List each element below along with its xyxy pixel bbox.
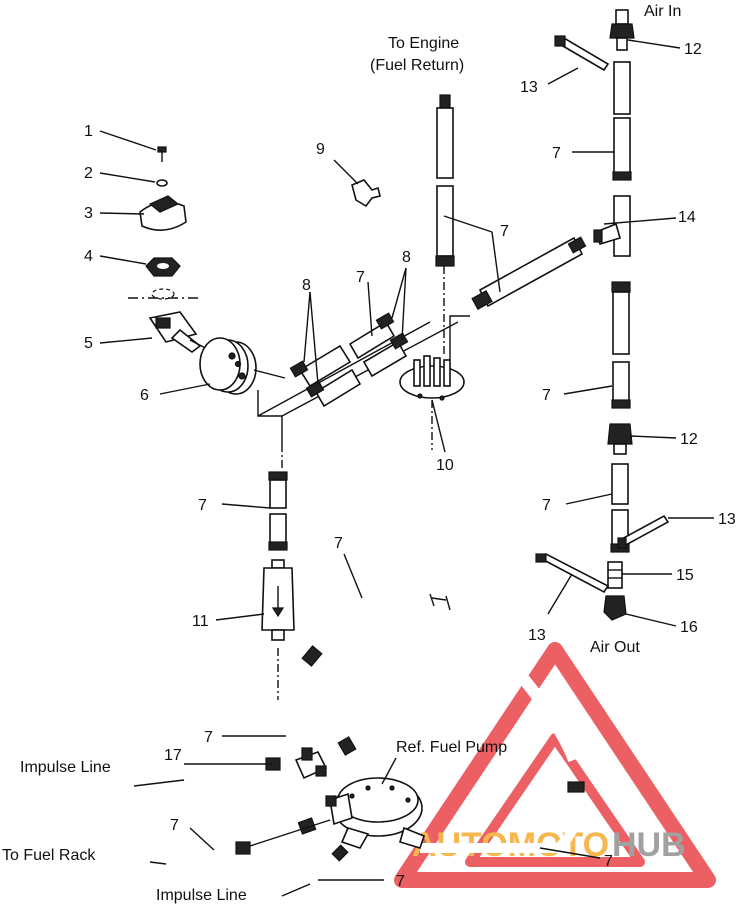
fuel-filter-part-11 (261, 559, 295, 700)
nut-part-4 (145, 257, 181, 277)
pulley-part-6 (199, 337, 286, 395)
hose-part-8-left (289, 344, 362, 408)
callout-impulse-line-top: Impulse Line (20, 759, 111, 776)
leader-lines (99, 39, 714, 897)
label-part-13-right: 13 (718, 511, 736, 528)
cap-part-3 (139, 195, 187, 231)
label-part-8-right: 8 (402, 249, 411, 266)
tie-strap-part-13-left (535, 553, 610, 594)
valve-part-12-bottom (607, 423, 633, 455)
label-part-7-curved: 7 (334, 535, 343, 552)
label-part-3: 3 (84, 205, 93, 222)
label-part-2: 2 (84, 165, 93, 182)
manifold-part-10 (399, 355, 465, 450)
callout-to-fuel-rack: To Fuel Rack (2, 847, 96, 864)
label-part-13-left: 13 (528, 627, 546, 644)
tee-fitting-pump (294, 747, 328, 780)
label-part-7-hose-8a: 7 (356, 269, 365, 286)
label-part-7-loop: 7 (204, 729, 213, 746)
tie-strap-part-13-right (617, 514, 670, 549)
oring-part (128, 288, 198, 300)
label-part-7-middle: 7 (542, 387, 551, 404)
elbow-part-16 (603, 595, 627, 621)
label-part-13-top: 13 (520, 79, 538, 96)
hose-part-8-right (348, 312, 409, 378)
clip-part-9 (351, 179, 381, 208)
hose-long-curved (301, 589, 580, 763)
impulse-hose-bottom (305, 844, 349, 891)
label-part-7-outlet: 7 (604, 853, 613, 870)
label-part-7-bottom: 7 (396, 873, 405, 890)
impulse-hose-part-17 (185, 757, 281, 785)
label-part-12-top: 12 (684, 41, 702, 58)
label-part-10: 10 (436, 457, 454, 474)
label-part-1: 1 (84, 123, 93, 140)
label-part-6: 6 (140, 387, 149, 404)
callout-to-engine: To Engine (388, 35, 459, 52)
label-part-7-filter: 7 (198, 497, 207, 514)
label-part-7-upper: 7 (552, 145, 561, 162)
callout-impulse-line-bottom: Impulse Line (156, 887, 247, 904)
hose-stack-upper (612, 61, 632, 181)
tie-strap-part-13-top (554, 35, 610, 72)
ref-fuel-pump (325, 777, 425, 849)
label-part-15: 15 (676, 567, 694, 584)
hose-stack-middle (611, 281, 631, 409)
label-part-7-lower: 7 (542, 497, 551, 514)
label-part-9: 9 (316, 141, 325, 158)
label-part-16: 16 (680, 619, 698, 636)
label-part-8-left: 8 (302, 277, 311, 294)
label-part-14: 14 (678, 209, 696, 226)
fitting-part-15 (607, 561, 623, 589)
watermark-logo: AUTOMOTO HUB (394, 642, 716, 888)
label-part-12-bottom: 12 (680, 431, 698, 448)
label-part-5: 5 (84, 335, 93, 352)
tee-part-14 (593, 195, 631, 257)
return-hose-diagonal (449, 236, 587, 360)
hose-to-fuel-rack (159, 819, 331, 869)
label-part-4: 4 (84, 248, 93, 265)
callout-ref-fuel-pump: Ref. Fuel Pump (396, 739, 507, 756)
return-hose-vertical (435, 94, 455, 356)
hose-outlet (420, 781, 585, 853)
callout-air-in: Air In (644, 3, 681, 20)
label-part-7-diagonal: 7 (500, 223, 509, 240)
callout-air-out: Air Out (590, 639, 640, 656)
label-part-11: 11 (192, 613, 209, 630)
hose-to-filter (268, 471, 288, 551)
callout-fuel-return: (Fuel Return) (370, 57, 464, 74)
screw-part-1 (157, 146, 167, 162)
text-callouts: Air In To Engine (Fuel Return) Air Out R… (2, 3, 681, 904)
valve-part-12-top (609, 9, 635, 51)
washer-part-2 (156, 179, 168, 187)
label-part-17: 17 (164, 747, 182, 764)
label-part-7-rack: 7 (170, 817, 179, 834)
watermark-brand-b: HUB (612, 826, 686, 864)
fitting-part-5 (148, 311, 202, 353)
part-number-labels: 1 2 3 4 5 6 9 7 8 8 7 10 12 13 7 14 7 12… (84, 41, 736, 890)
